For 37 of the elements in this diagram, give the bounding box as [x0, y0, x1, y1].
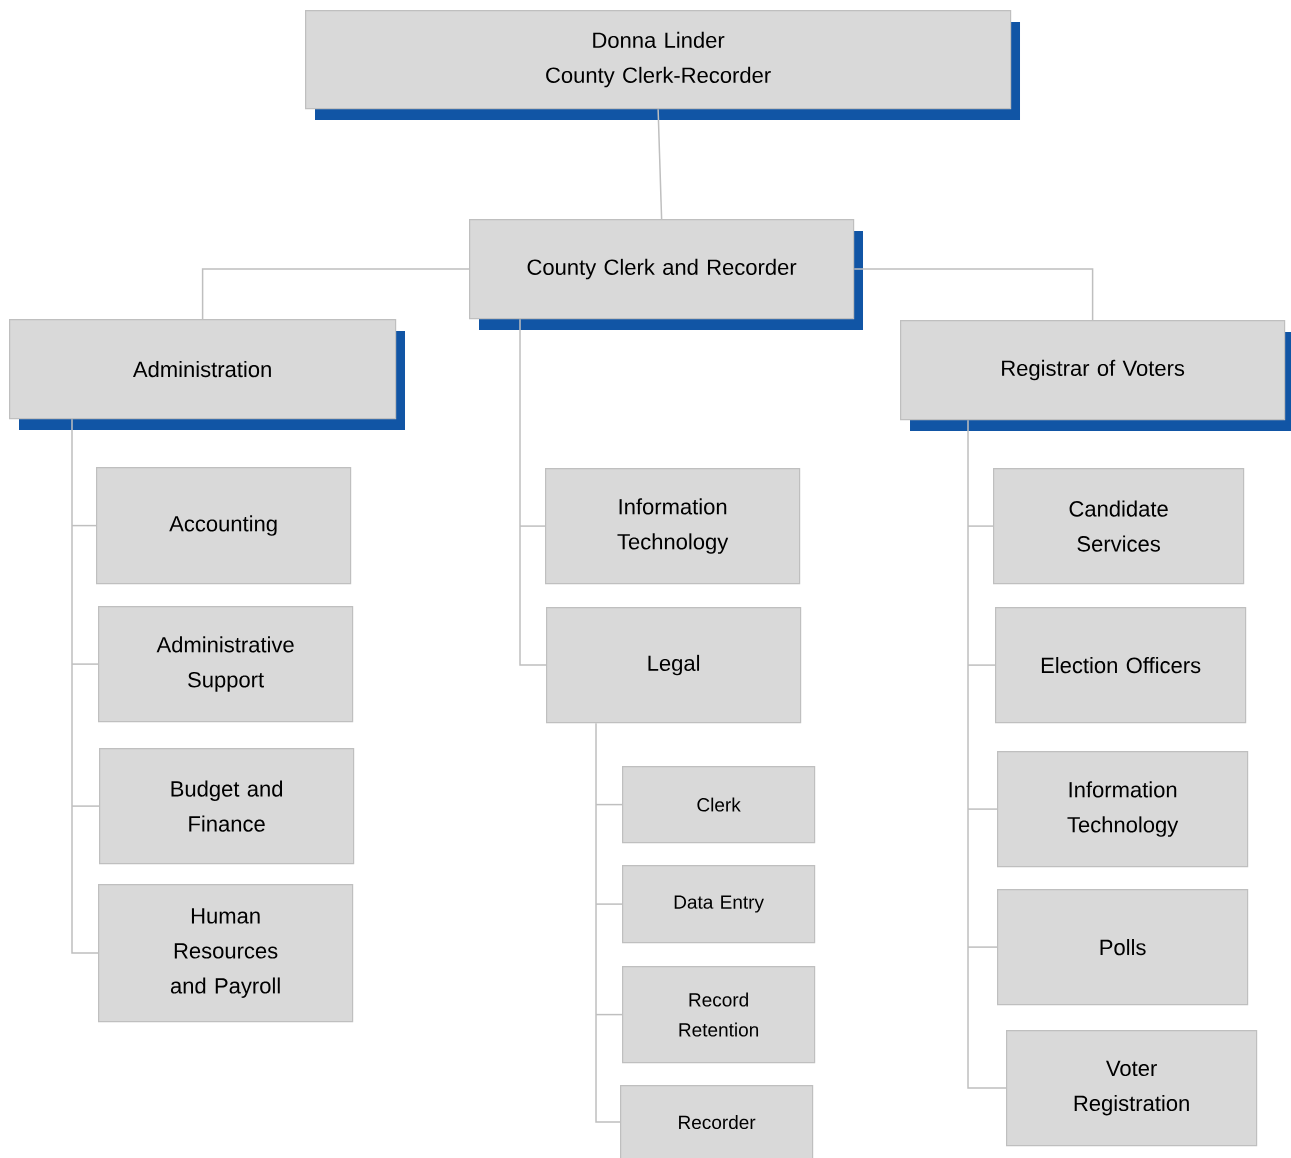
connector-line	[595, 1013, 623, 1016]
org-box: Administrative Support	[98, 606, 354, 723]
org-box: Voter Registration	[1006, 1030, 1258, 1147]
org-box: Election Officers	[995, 607, 1247, 724]
org-box: Registrar of Voters	[900, 320, 1291, 431]
connector-line	[967, 664, 996, 666]
connector-line	[71, 418, 99, 954]
connector-line	[595, 903, 623, 905]
connector-line	[71, 805, 100, 807]
connector-line	[71, 663, 99, 665]
connector-line	[519, 318, 547, 666]
org-box: Human Resources and Payroll	[98, 884, 354, 1023]
connector-line	[853, 268, 1094, 321]
connector-line	[201, 268, 470, 320]
org-box: Clerk	[622, 766, 816, 844]
connector-line	[967, 525, 994, 527]
org-box: Polls	[997, 889, 1249, 1006]
org-box: Recorder	[620, 1085, 814, 1158]
org-box: Donna Linder County Clerk-Recorder	[305, 10, 1020, 120]
connector-line	[967, 946, 998, 948]
org-box: Candidate Services	[993, 468, 1245, 585]
org-box: Record Retention	[622, 966, 816, 1064]
connector-line	[71, 524, 97, 527]
org-box: Information Technology	[545, 468, 801, 585]
connector-line	[519, 525, 546, 527]
org-box: Information Technology	[997, 751, 1249, 868]
connector-line	[967, 419, 1007, 1089]
org-box: Data Entry	[622, 865, 816, 944]
org-box: County Clerk and Recorder	[469, 219, 863, 330]
org-box: Accounting	[96, 467, 352, 585]
org-box: Administration	[9, 319, 405, 430]
connector-line	[657, 108, 663, 220]
org-box: Budget and Finance	[99, 748, 355, 865]
connector-line	[967, 808, 998, 810]
connector-line	[595, 803, 623, 806]
connector-line	[595, 722, 621, 1123]
org-box: Legal	[546, 607, 802, 724]
